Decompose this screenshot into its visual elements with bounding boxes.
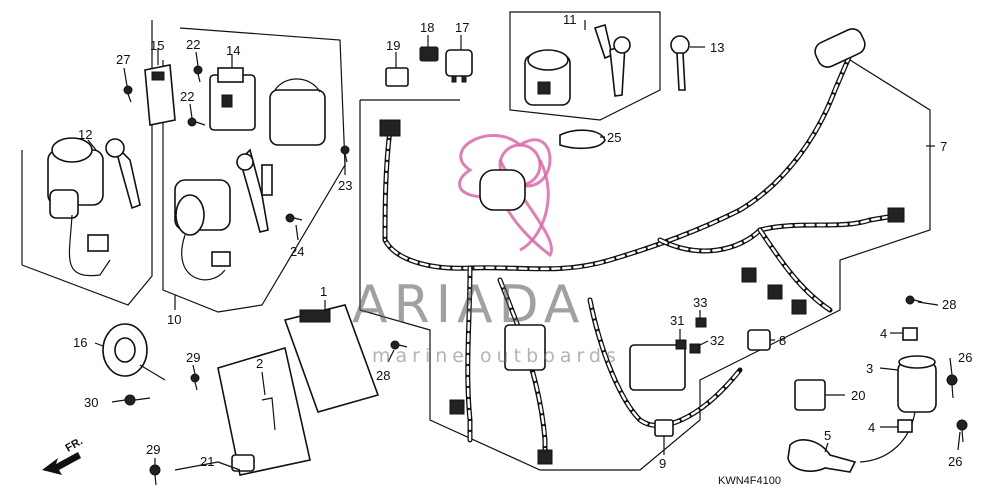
callout-7[interactable]: 7: [940, 139, 947, 154]
callout-23[interactable]: 23: [338, 178, 352, 193]
callout-21[interactable]: 21: [200, 454, 214, 469]
callout-8[interactable]: 8: [779, 333, 786, 348]
connector-31[interactable]: [675, 339, 687, 350]
callout-31[interactable]: 31: [670, 313, 684, 328]
wire-harness-7[interactable]: [379, 26, 905, 465]
switch-set-border: [509, 11, 661, 121]
relay-19[interactable]: [385, 67, 409, 87]
callout-12[interactable]: 12: [78, 127, 92, 142]
callout-1[interactable]: 1: [320, 284, 327, 299]
callout-32[interactable]: 32: [710, 333, 724, 348]
front-label: FR.: [64, 435, 85, 454]
callout-10[interactable]: 10: [167, 312, 181, 327]
key-set-border: [162, 27, 346, 313]
clip-21[interactable]: [231, 454, 255, 472]
callout-29b[interactable]: 29: [146, 442, 160, 457]
callout-25[interactable]: 25: [607, 130, 621, 145]
callout-28b[interactable]: 28: [942, 297, 956, 312]
leader-lines: [87, 20, 961, 471]
bolt-28b[interactable]: [905, 295, 923, 305]
callout-4b[interactable]: 4: [868, 420, 875, 435]
callout-15[interactable]: 15: [150, 38, 164, 53]
screw-22a[interactable]: [193, 65, 203, 83]
callout-4a[interactable]: 4: [880, 326, 887, 341]
callout-3[interactable]: 3: [866, 361, 873, 376]
connector-33[interactable]: [695, 317, 707, 328]
plate-2[interactable]: [217, 346, 311, 476]
callout-22a[interactable]: 22: [186, 37, 200, 52]
left-set-border: [21, 20, 153, 306]
connector-8[interactable]: [747, 329, 771, 351]
callout-20[interactable]: 20: [851, 388, 865, 403]
plug-cap-5[interactable]: [787, 439, 857, 473]
bolt-29a[interactable]: [190, 373, 200, 391]
callout-19[interactable]: 19: [386, 38, 400, 53]
callout-labels: 1 2 3 4 4 5 7 8 9 10 11 12 13 14 15 16 1…: [73, 12, 972, 471]
bolt-28a[interactable]: [390, 340, 408, 350]
key-set-10[interactable]: [174, 148, 273, 281]
callout-33[interactable]: 33: [693, 295, 707, 310]
connector-18[interactable]: [419, 46, 439, 62]
callout-28a[interactable]: 28: [376, 368, 390, 383]
callout-26a[interactable]: 26: [958, 350, 972, 365]
watermark-tagline: marine outboards: [372, 345, 621, 367]
ignition-switch-12[interactable]: [47, 137, 141, 277]
callout-2[interactable]: 2: [256, 356, 263, 371]
front-direction-arrow: FR.: [42, 435, 85, 475]
bolt-30[interactable]: [124, 394, 151, 406]
callout-14[interactable]: 14: [226, 43, 240, 58]
switch-assembly-14[interactable]: [209, 67, 326, 146]
callout-30[interactable]: 30: [84, 395, 98, 410]
callout-22b[interactable]: 22: [180, 89, 194, 104]
key-13[interactable]: [670, 35, 690, 91]
bracket-15[interactable]: [144, 64, 176, 126]
horn-16[interactable]: [102, 323, 166, 381]
callout-18[interactable]: 18: [420, 20, 434, 35]
switch-set-11[interactable]: [524, 23, 631, 106]
group-borders: [21, 11, 931, 471]
callout-5[interactable]: 5: [824, 428, 831, 443]
watermark-brand: ARIADA: [352, 275, 585, 335]
connector-9[interactable]: [654, 419, 674, 437]
screw-22b[interactable]: [187, 117, 206, 127]
callout-27[interactable]: 27: [116, 52, 130, 67]
connector-32[interactable]: [689, 343, 701, 354]
bolt-26a[interactable]: [946, 374, 958, 399]
callout-16[interactable]: 16: [73, 335, 87, 350]
arrow-icon: [42, 452, 81, 475]
clamp-25[interactable]: [559, 129, 606, 150]
callout-24[interactable]: 24: [290, 244, 304, 259]
relay-17[interactable]: [445, 49, 473, 83]
bolt-26b[interactable]: [956, 419, 968, 443]
bolt-29b[interactable]: [149, 464, 161, 486]
diagram-code: KWN4F4100: [718, 475, 781, 487]
screw-27[interactable]: [123, 85, 133, 103]
callout-29a[interactable]: 29: [186, 350, 200, 365]
screw-24[interactable]: [285, 213, 303, 223]
clip-4a[interactable]: [902, 327, 918, 341]
callout-13[interactable]: 13: [710, 40, 724, 55]
callout-17[interactable]: 17: [455, 20, 469, 35]
clip-4b[interactable]: [897, 419, 913, 433]
ignition-coil-3[interactable]: [859, 355, 937, 463]
harness-border: [359, 59, 931, 471]
callout-11[interactable]: 11: [563, 12, 577, 27]
relay-20[interactable]: [794, 379, 826, 411]
screw-23[interactable]: [340, 145, 350, 163]
callout-9[interactable]: 9: [659, 456, 666, 471]
callout-26b[interactable]: 26: [948, 454, 962, 469]
